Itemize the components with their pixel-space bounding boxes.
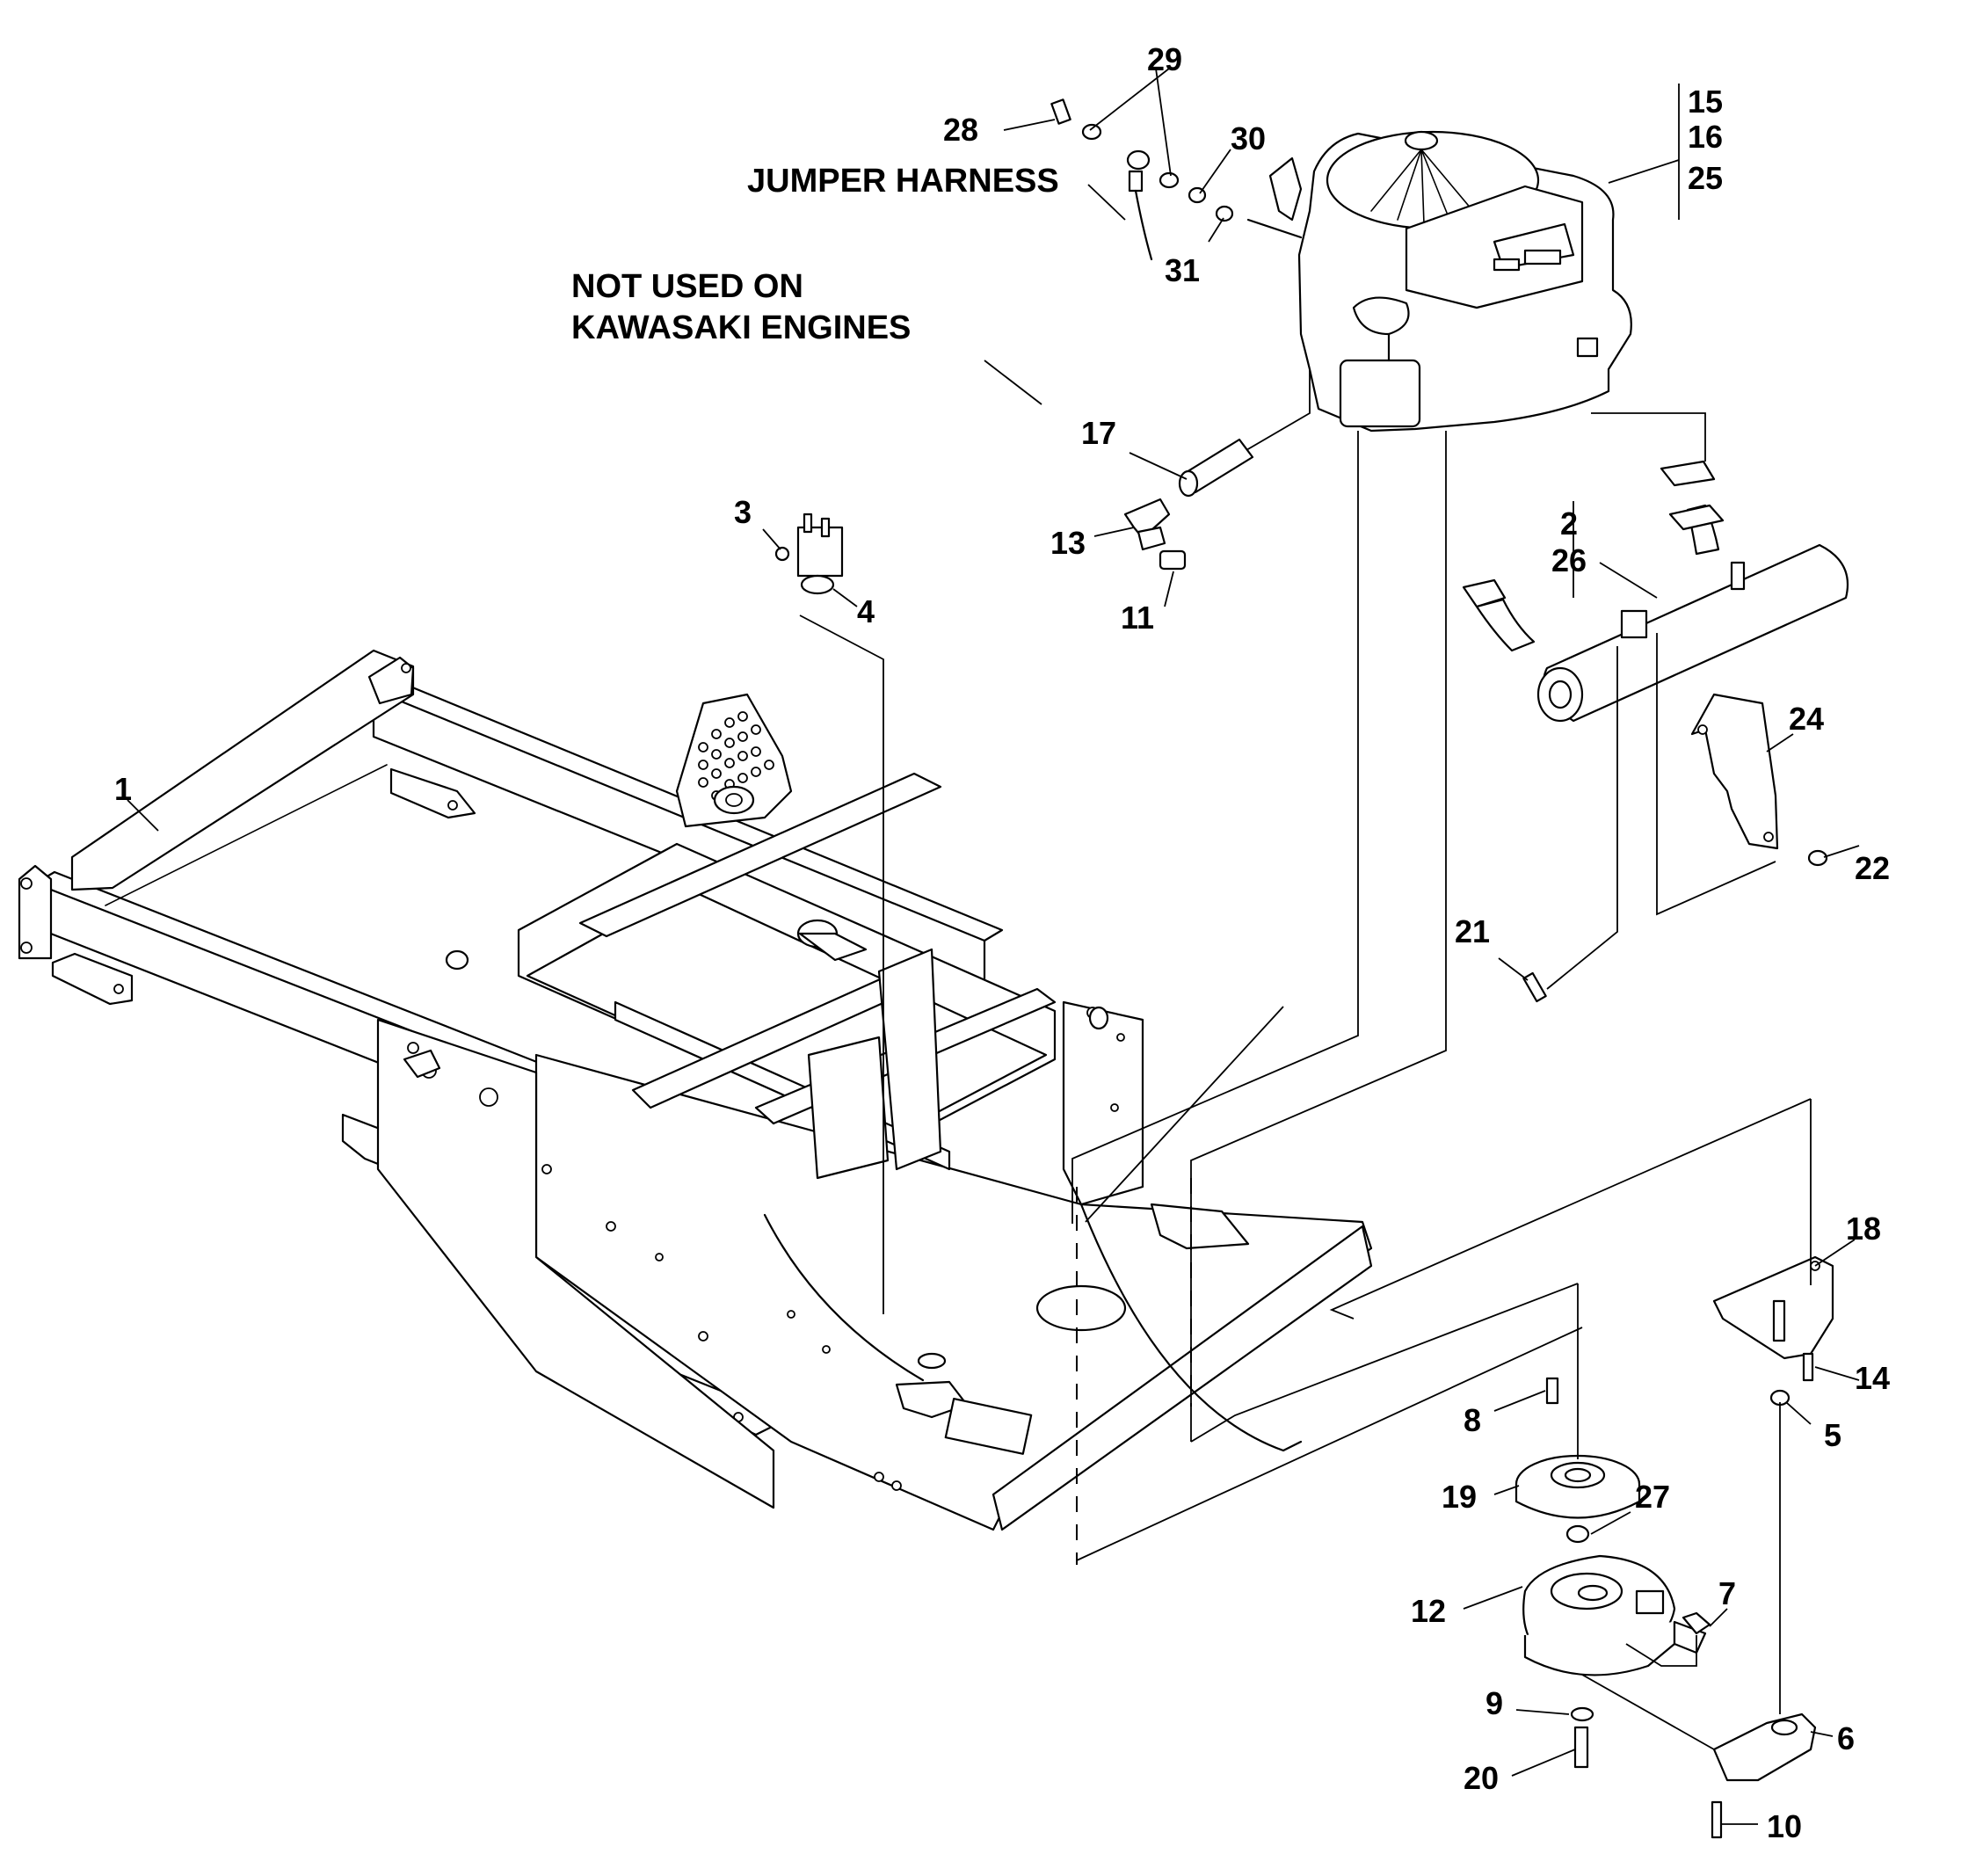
oil-drain-parts (1123, 438, 1254, 571)
callout-29: 29 (1147, 41, 1182, 77)
clutch-assembly (1514, 1377, 1707, 1676)
callout-11: 11 (1121, 600, 1154, 636)
callout-3: 3 (734, 494, 752, 530)
nut-22 (1807, 849, 1828, 867)
callout-15: 15 (1688, 84, 1723, 120)
callout-6: 6 (1837, 1720, 1855, 1756)
callout-9: 9 (1485, 1685, 1503, 1721)
note-not-used-line1: NOT USED ON (571, 268, 803, 305)
callout-1: 1 (114, 771, 132, 807)
callout-5: 5 (1824, 1417, 1841, 1453)
note-jumper-harness: JUMPER HARNESS (747, 163, 1059, 200)
callout-pointers (127, 68, 1860, 1825)
callout-14: 14 (1855, 1360, 1890, 1396)
callout-10: 10 (1767, 1808, 1802, 1844)
muffler-bracket (1690, 693, 1779, 850)
bolt-10 (1711, 1800, 1723, 1839)
callout-18: 18 (1846, 1211, 1881, 1247)
chassis-frame (18, 649, 1373, 1531)
callout-22: 22 (1855, 850, 1890, 886)
callout-20: 20 (1464, 1760, 1499, 1796)
callout-26: 26 (1551, 542, 1587, 578)
bolt-28 (1050, 98, 1071, 125)
callout-27: 27 (1635, 1479, 1670, 1515)
callout-8: 8 (1464, 1402, 1481, 1438)
callout-21: 21 (1455, 913, 1490, 949)
note-not-used-line2: KAWASAKI ENGINES (571, 309, 911, 346)
callout-4: 4 (857, 593, 875, 629)
switch-assembly (774, 513, 844, 595)
nut-31 (1215, 205, 1234, 222)
bolt-20 (1573, 1726, 1589, 1769)
callout-labels: 29 28 30 31 15 16 25 17 13 11 3 4 2 26 2… (114, 41, 1890, 1844)
callout-2: 2 (1560, 505, 1578, 542)
bolt-21 (1522, 971, 1547, 1003)
callout-31: 31 (1165, 252, 1200, 288)
callout-19: 19 (1442, 1479, 1477, 1515)
washer-9 (1570, 1706, 1594, 1722)
bolt-14 (1802, 1352, 1814, 1382)
engine (1246, 130, 1632, 433)
muffler (1462, 460, 1849, 723)
callout-16: 16 (1688, 119, 1723, 155)
washer-29a (1081, 123, 1102, 141)
callout-12: 12 (1411, 1593, 1446, 1629)
callout-28: 28 (943, 112, 978, 148)
callout-24: 24 (1789, 701, 1824, 737)
callout-7: 7 (1718, 1575, 1736, 1611)
callout-30: 30 (1231, 120, 1266, 156)
washer-29b (1159, 171, 1180, 189)
leader-lines (799, 369, 1812, 1750)
callout-17: 17 (1081, 415, 1116, 451)
ring-terminal (1126, 149, 1153, 261)
bracket-6 (1712, 1712, 1817, 1782)
nut-7 (1682, 1611, 1711, 1635)
callout-13: 13 (1050, 525, 1086, 561)
callout-25: 25 (1688, 160, 1723, 196)
